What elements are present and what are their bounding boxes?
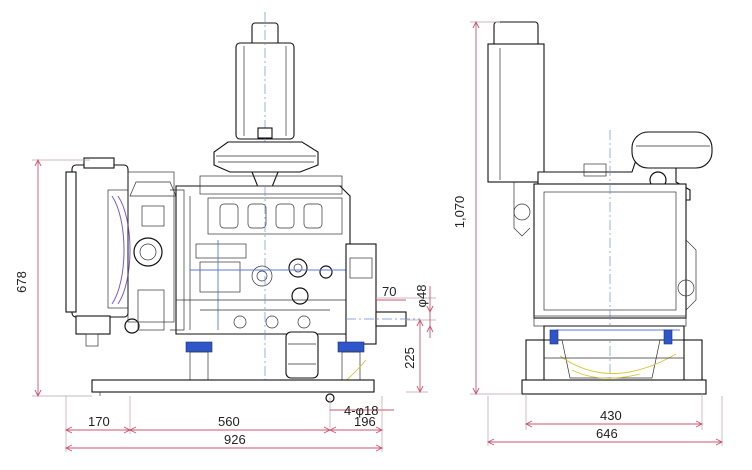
fan-pulley [127,171,177,331]
front-view [65,12,420,403]
dimensions-side: 1,070 430 646 [452,20,724,446]
side-view [487,21,713,395]
oil-pan-side [543,325,685,379]
base-frame-front [91,379,375,403]
dim-mount-holes: 4-φ18 [344,403,378,418]
dim-right-offset: 196 [354,414,376,429]
dimensions-front: 678 70 φ48 225 4-φ18 170 560 [14,158,436,452]
radiator-front [65,157,140,347]
base-frame-side [521,339,707,395]
dim-flange-width: 70 [382,284,396,299]
dim-shaft-diameter: φ48 [414,285,429,308]
engine-body-side [533,130,697,392]
dim-front-width: 926 [224,432,246,447]
dim-front-height: 678 [14,271,29,293]
dim-shaft-height: 225 [402,347,417,369]
dim-hole-spacing: 560 [218,414,240,429]
oil-filter [285,331,319,379]
air-filter-front [213,12,319,200]
dim-side-height: 1,070 [452,196,467,229]
flywheel-housing [345,243,420,345]
dim-side-width: 646 [596,426,618,441]
dim-left-offset: 170 [88,414,110,429]
dim-side-base-width: 430 [600,408,622,423]
air-filter-side [487,21,545,237]
engine-mounts-front [185,341,367,387]
